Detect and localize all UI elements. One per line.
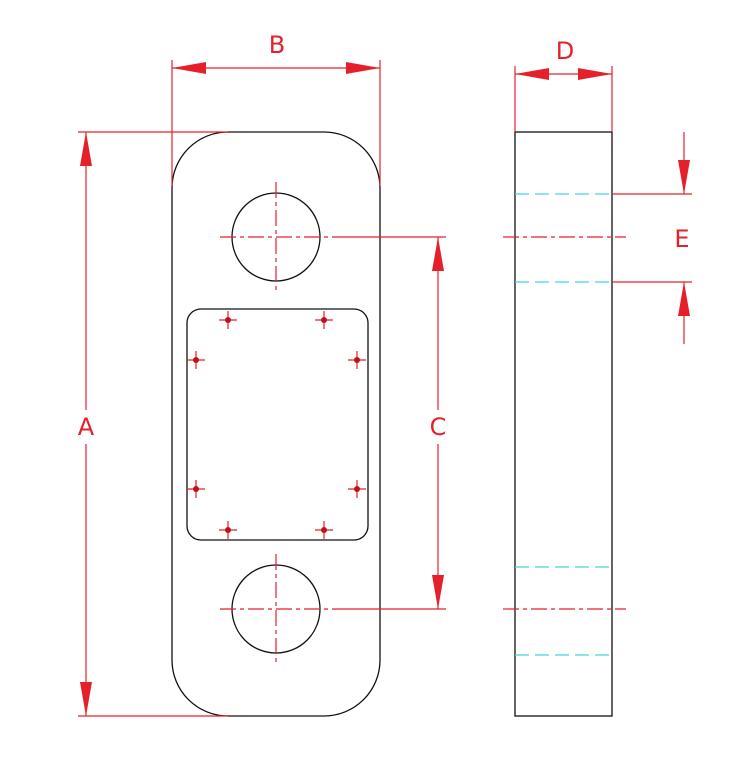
arrowhead: [515, 68, 549, 80]
dimension-d: D: [514, 37, 613, 132]
arrowhead: [172, 62, 206, 74]
dimension-label-d: D: [556, 37, 574, 65]
arrowhead: [80, 132, 92, 166]
arrowhead: [678, 160, 690, 194]
screw-marker: [348, 480, 366, 498]
screw-marker: [315, 311, 333, 329]
screw-marker: [348, 351, 366, 369]
dimension-label-b: B: [269, 31, 285, 59]
screw-marker: [187, 480, 205, 498]
center-window: [186, 308, 369, 541]
arrowhead: [432, 237, 444, 271]
screw-marker: [187, 351, 205, 369]
side-view-outline: [514, 131, 613, 717]
front-view-outline: [171, 131, 381, 717]
dimension-a: A: [74, 131, 228, 717]
dimension-label-a: A: [78, 413, 95, 441]
dimension-label-e: E: [674, 225, 689, 253]
screw-marker: [315, 521, 333, 539]
window-screw-markers: [187, 311, 366, 539]
dimension-label-c: C: [430, 413, 447, 441]
arrowhead: [432, 575, 444, 609]
arrowhead: [346, 62, 380, 74]
dimension-e: E: [612, 132, 692, 344]
screw-marker: [219, 311, 237, 329]
screw-marker: [219, 521, 237, 539]
dimension-c: C: [332, 236, 450, 610]
arrowhead: [578, 68, 612, 80]
arrowhead: [80, 682, 92, 716]
dimension-b: B: [171, 31, 381, 186]
front-view: [171, 131, 381, 717]
side-view: [503, 131, 626, 717]
arrowhead: [678, 282, 690, 316]
